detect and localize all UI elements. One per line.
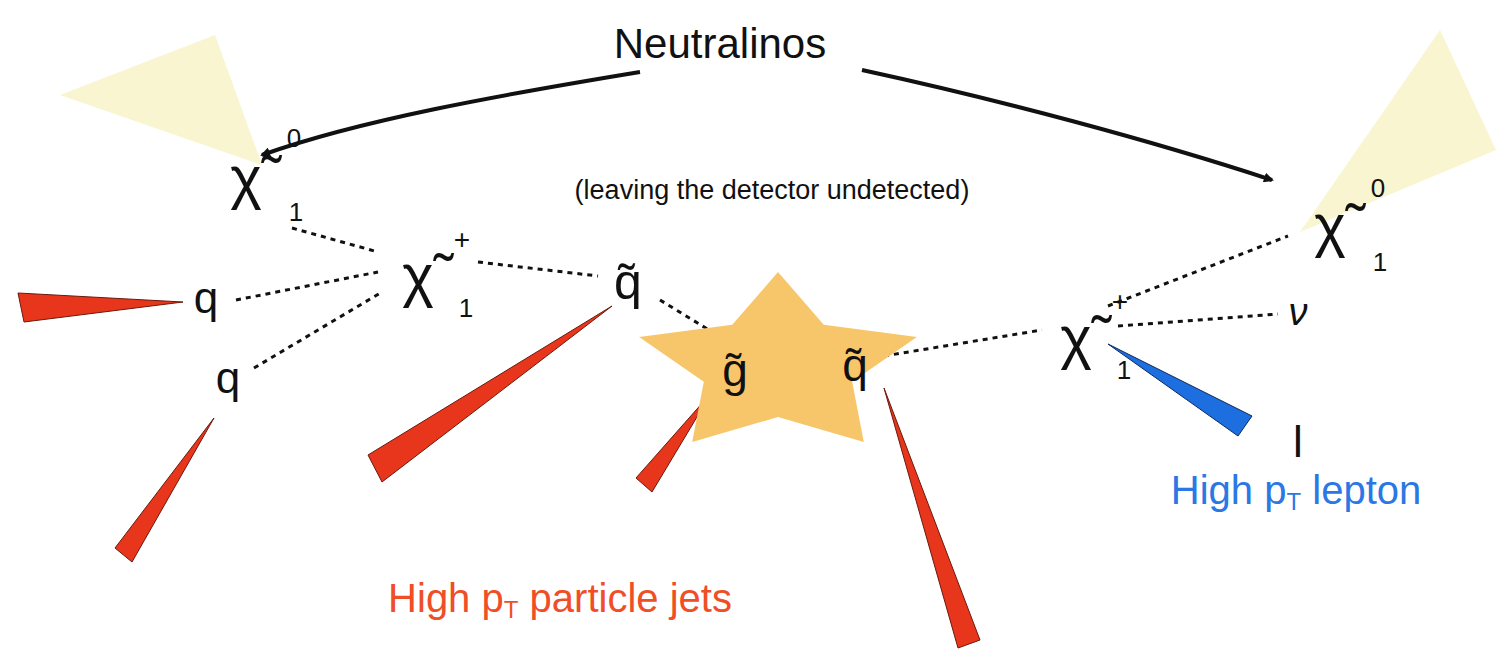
particle-symbol: χ̃ [1314, 196, 1346, 256]
heading-label: Neutralinos [614, 23, 826, 65]
particle-symbol: ν [1289, 293, 1308, 331]
neutralino-cone [60, 35, 262, 165]
subscript: 1 [1117, 357, 1131, 383]
decay-line [1108, 236, 1288, 306]
subscript: 1 [459, 295, 473, 321]
pointer-arrow [262, 72, 640, 155]
subscript: T [504, 596, 519, 623]
decay-line [478, 262, 598, 276]
particle-symbol: χ̃ [230, 148, 262, 208]
particle-symbol: q̃ [842, 342, 868, 388]
caption-text: lepton [1312, 468, 1421, 512]
note-label: (leaving the detector undetected) [575, 177, 970, 204]
jet-cone [18, 293, 183, 322]
star-fill [639, 272, 917, 442]
particle-symbol: g̃ [722, 347, 748, 393]
jet-cone [884, 388, 980, 648]
particle-symbol: χ̃ [1060, 308, 1092, 368]
superscript: + [454, 226, 470, 254]
superscript: 0 [287, 125, 301, 151]
decay-line [292, 228, 378, 252]
decay-line [1118, 314, 1278, 326]
caption-text: High p [1171, 468, 1287, 512]
jets-caption: High pTparticle jets [388, 578, 732, 622]
caption-text: High p [388, 576, 504, 620]
decay-line [236, 272, 378, 300]
particle-symbol: q [194, 276, 218, 320]
star-outline [628, 262, 928, 458]
lepton-cone [1108, 344, 1252, 436]
decay-line [254, 292, 382, 368]
particle-symbol: q [216, 356, 240, 400]
superscript: + [1112, 288, 1128, 316]
subscript: T [1286, 488, 1301, 515]
jet-cone [368, 306, 612, 482]
pointer-arrow [862, 70, 1272, 180]
particle-symbol: l [1293, 420, 1303, 464]
superscript: 0 [1371, 175, 1385, 201]
lepton-caption: High pTlepton [1171, 470, 1421, 514]
star-shape: g̃ q̃ [628, 262, 928, 458]
jet-cone [115, 418, 214, 562]
subscript: 1 [289, 199, 303, 225]
particle-symbol: q̃ [614, 257, 642, 307]
subscript: 1 [1373, 249, 1387, 275]
particle-symbol: χ̃ [402, 246, 434, 306]
caption-text: particle jets [530, 576, 732, 620]
